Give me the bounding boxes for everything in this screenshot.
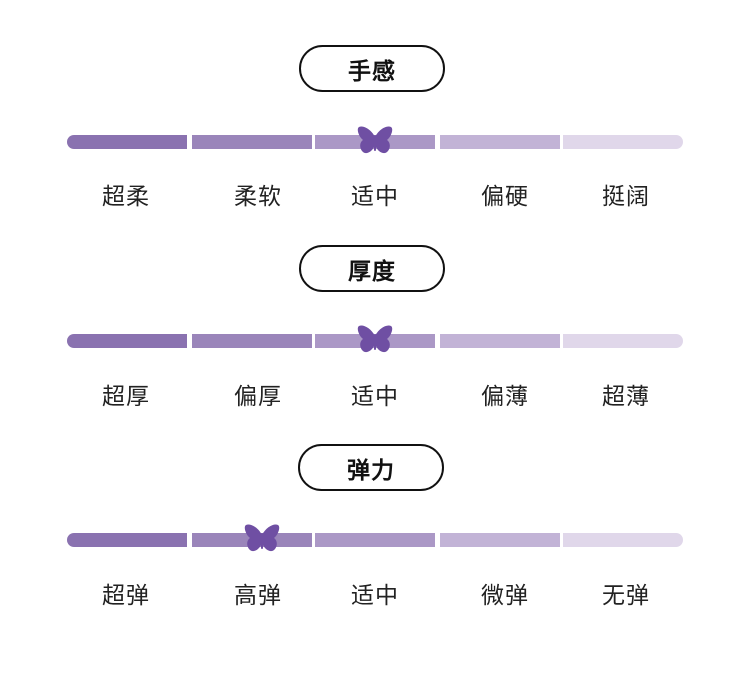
scale-label: 适中 xyxy=(351,583,399,609)
section-thickness: 厚度 超厚 偏厚 适中 偏薄 超薄 xyxy=(0,245,750,445)
scale-label: 无弹 xyxy=(602,583,650,609)
scale-label: 超厚 xyxy=(102,384,150,410)
butterfly-icon xyxy=(357,325,393,353)
scale-segment xyxy=(67,135,187,149)
section-title: 厚度 xyxy=(299,245,445,292)
scale-label: 偏硬 xyxy=(481,184,529,210)
scale-label: 微弹 xyxy=(481,583,529,609)
scale-label: 挺阔 xyxy=(602,184,650,210)
rating-scale xyxy=(67,126,683,154)
scale-label: 超薄 xyxy=(602,384,650,410)
scale-label: 适中 xyxy=(351,184,399,210)
scale-labels: 超厚 偏厚 适中 偏薄 超薄 xyxy=(0,377,750,411)
scale-labels: 超柔 柔软 适中 偏硬 挺阔 xyxy=(0,177,750,211)
scale-segment xyxy=(563,334,683,348)
rating-scale xyxy=(67,325,683,353)
scale-segment xyxy=(192,334,312,348)
section-hand-feel: 手感 超柔 柔软 适中 偏硬 挺阔 xyxy=(0,45,750,245)
butterfly-icon xyxy=(244,524,280,552)
scale-labels: 超弹 高弹 适中 微弹 无弹 xyxy=(0,576,750,610)
section-title: 弹力 xyxy=(298,444,444,491)
scale-label: 超柔 xyxy=(102,184,150,210)
scale-segment xyxy=(315,533,435,547)
butterfly-icon xyxy=(357,126,393,154)
scale-label: 偏薄 xyxy=(481,384,529,410)
scale-label: 高弹 xyxy=(234,583,282,609)
scale-label: 超弹 xyxy=(102,583,150,609)
scale-label: 柔软 xyxy=(234,184,282,210)
scale-segment xyxy=(67,334,187,348)
scale-segment xyxy=(440,533,560,547)
scale-segment xyxy=(192,135,312,149)
rating-scale xyxy=(67,524,683,552)
scale-segment xyxy=(563,533,683,547)
section-elasticity: 弹力 超弹 高弹 适中 微弹 无弹 xyxy=(0,444,750,644)
section-title: 手感 xyxy=(299,45,445,92)
scale-label: 偏厚 xyxy=(234,384,282,410)
scale-segment xyxy=(563,135,683,149)
scale-segment xyxy=(67,533,187,547)
scale-segment xyxy=(440,334,560,348)
scale-segment xyxy=(440,135,560,149)
scale-label: 适中 xyxy=(351,384,399,410)
